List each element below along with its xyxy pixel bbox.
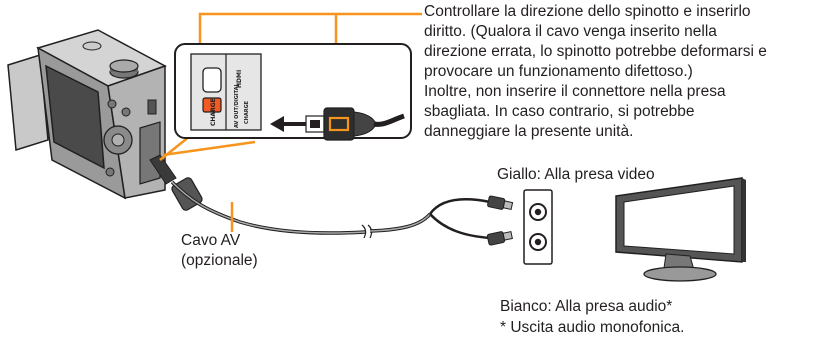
instruction-line: Inoltre, non inserire il connettore nell…	[424, 83, 726, 100]
camera-illustration	[7, 29, 167, 200]
av-cable-label: Cavo AV (opzionale)	[181, 231, 258, 271]
jack-panel-icon	[523, 189, 553, 265]
mono-audio-footnote: * Uscita audio monofonica.	[500, 319, 685, 336]
port-label-av-out: AV OUT/DIGITAL	[234, 82, 240, 128]
tv-monitor-icon	[615, 177, 746, 282]
av-cable-label-line1: Cavo AV	[181, 232, 241, 249]
port-label-hdmi: HDMI	[236, 70, 243, 88]
instruction-line: diritto. (Qualora il cavo venga inserito…	[424, 23, 717, 40]
instruction-line: direzione errata, lo spinotto potrebbe d…	[424, 43, 767, 60]
port-label-charge-left: CHARGE	[210, 98, 217, 126]
mini-plug	[305, 107, 405, 141]
port-detail-zoom: CHARGE HDMI AV OUT/DIGITAL CHARGE	[174, 43, 412, 141]
instruction-line: Controllare la direzione dello spinotto …	[424, 3, 751, 20]
port-label-charge-right: CHARGE	[244, 100, 250, 124]
av-cable-illustration	[149, 154, 514, 246]
av-cable-label-line2: (opzionale)	[181, 252, 258, 269]
white-audio-label: Bianco: Alla presa audio*	[500, 298, 673, 315]
instruction-line: sbagliata. In caso contrario, si potrebb…	[424, 103, 695, 120]
yellow-video-label: Giallo: Alla presa video	[497, 166, 655, 183]
instruction-line: provocare un funzionamento difettoso.)	[424, 63, 693, 80]
connection-instructions: Controllare la direzione dello spinotto …	[424, 2, 767, 142]
arrow-left-icon	[270, 116, 306, 132]
instruction-line: danneggiare la presente unità.	[424, 123, 634, 140]
